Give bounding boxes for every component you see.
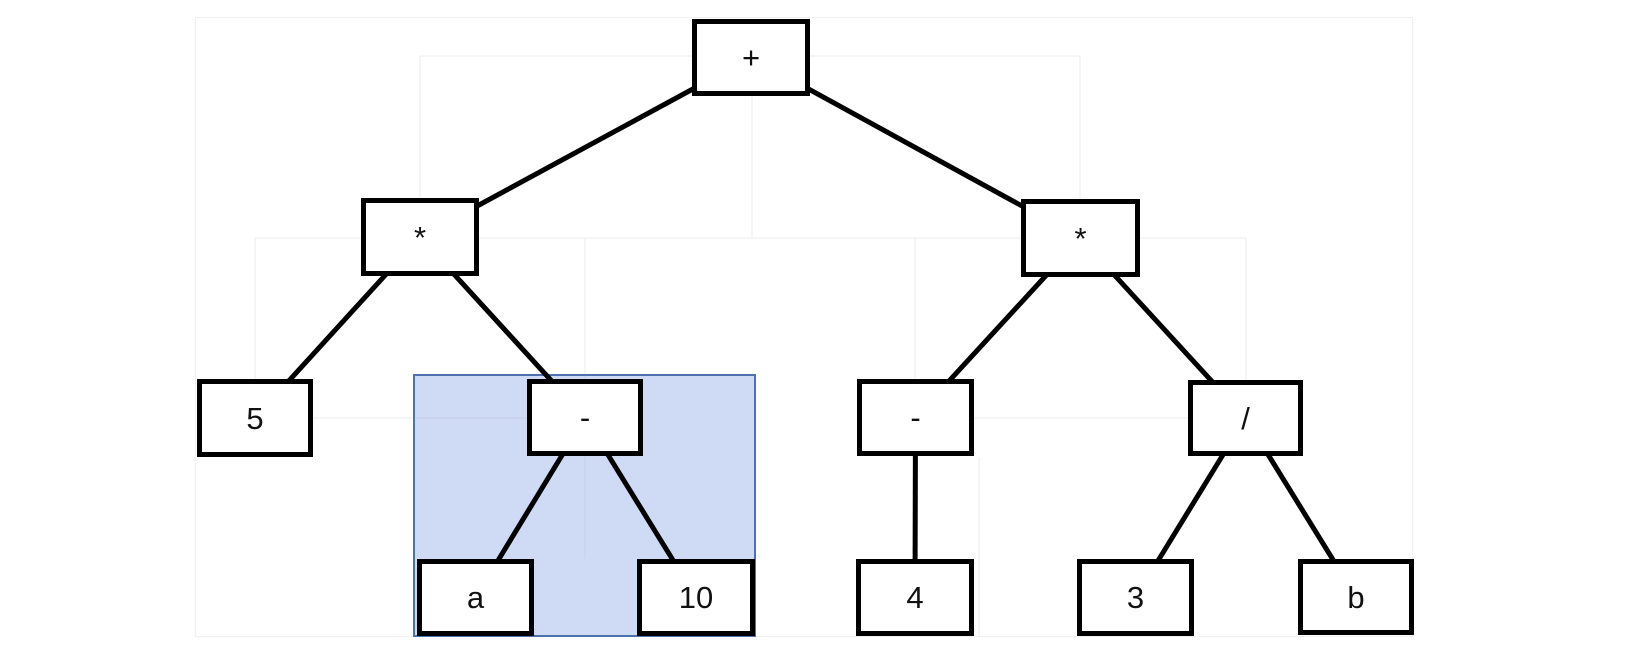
tree-node-times-left[interactable]: * [361,198,479,276]
tree-node-times-right[interactable]: * [1021,199,1140,277]
tree-node-minus-right[interactable]: - [857,379,974,456]
tree-node-num-5[interactable]: 5 [197,379,313,457]
tree-node-slash[interactable]: / [1188,380,1303,456]
tree-node-var-a[interactable]: a [417,559,534,636]
tree-node-num-10[interactable]: 10 [637,559,755,636]
tree-node-plus[interactable]: + [692,19,810,96]
tree-node-var-b[interactable]: b [1298,559,1414,635]
tree-node-num-4[interactable]: 4 [856,559,974,636]
tree-node-num-3[interactable]: 3 [1077,559,1194,636]
tree-node-minus-left[interactable]: - [527,379,643,456]
